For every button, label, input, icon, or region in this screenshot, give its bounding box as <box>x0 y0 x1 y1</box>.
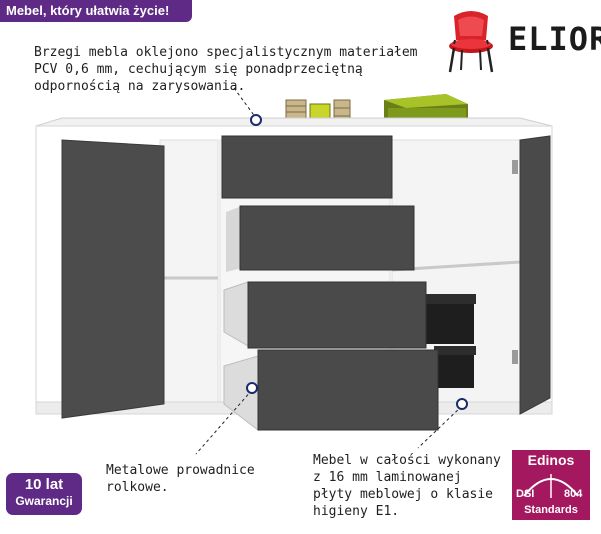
note-material: Mebel w całości wykonany z 16 mm laminow… <box>313 453 501 519</box>
brand-logo: ELIOR <box>438 8 601 78</box>
cert-name: Edinos <box>527 452 575 468</box>
left-door <box>61 139 165 419</box>
storage-boxes <box>426 294 476 388</box>
callout-material <box>417 398 468 449</box>
chair-icon <box>448 11 494 73</box>
tagline-banner: Mebel, który ułatwia życie! <box>0 0 192 22</box>
right-door <box>519 135 551 415</box>
callout-edges <box>233 87 262 126</box>
warranty-years: 10 lat <box>24 476 64 493</box>
callout-slides <box>195 382 258 455</box>
note-slides: Metalowe prowadnice rolkowe. <box>106 463 255 495</box>
drawer-3 <box>223 281 427 349</box>
drawer-4 <box>223 349 439 432</box>
cert-number: 804 <box>564 488 583 500</box>
warranty-label: Gwarancji <box>15 494 73 508</box>
drawer-2 <box>226 205 415 272</box>
warranty-badge: 10 lat Gwarancji <box>6 473 82 515</box>
certification-badge: Edinos DSI 804 Standards <box>512 450 590 520</box>
cert-standards: Standards <box>524 504 578 516</box>
cert-dsi: DSI <box>516 488 535 500</box>
brand-name: ELIOR <box>508 20 601 58</box>
cert-seal-icon <box>523 474 579 498</box>
note-edges: Brzegi mebla oklejono specjalistycznym m… <box>34 45 418 94</box>
drawer-1 <box>221 135 393 199</box>
